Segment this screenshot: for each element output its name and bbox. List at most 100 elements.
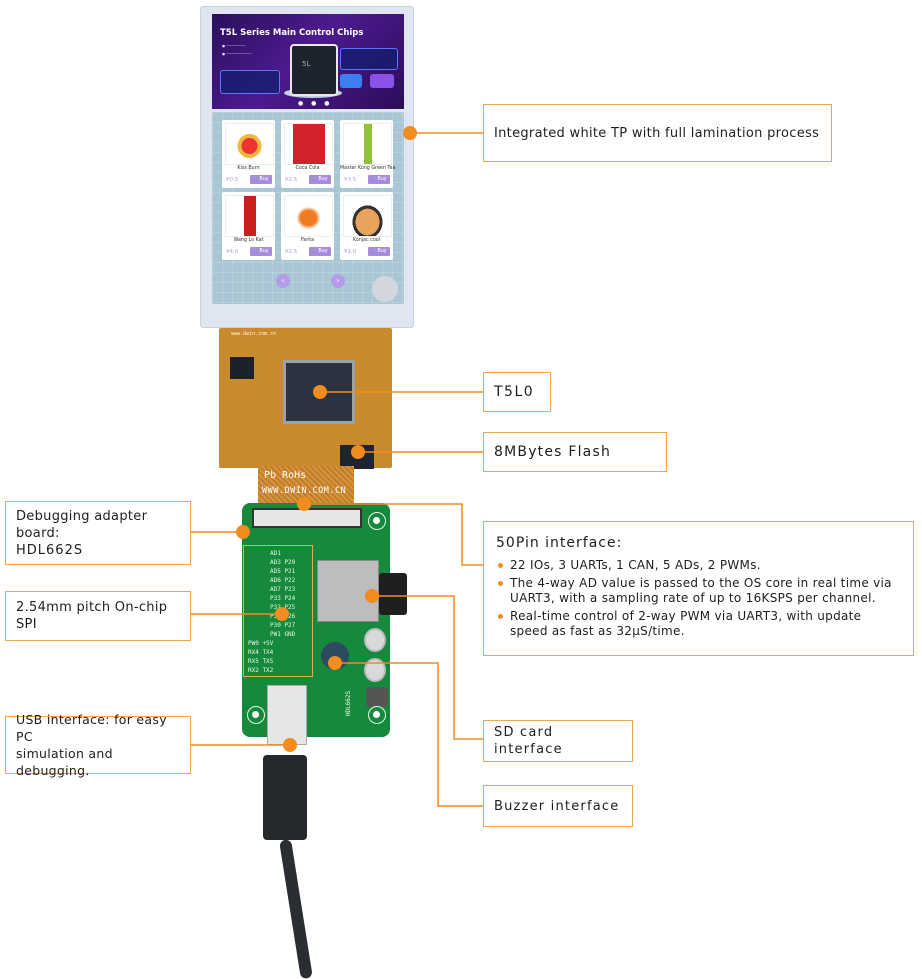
product-image [284, 195, 333, 237]
product-name: Wang Lo Kat [233, 238, 264, 243]
product-image [225, 123, 274, 165]
prev-page-button[interactable]: ‹ [276, 274, 290, 288]
product-price: ¥2.5 [285, 177, 298, 183]
banner-bullet: ● ───────── [222, 44, 246, 48]
pin-label: PW0 +5V [248, 640, 274, 647]
callout-text: USB interface: for easy PC [16, 712, 167, 744]
usb-plug [263, 755, 307, 840]
cart-icon: 🛒 [371, 177, 378, 182]
product-price: ¥3.5 [344, 177, 357, 183]
marker-dot [351, 445, 365, 459]
callout-mcu: T5L0 [483, 372, 551, 412]
product-price: ¥4.0 [226, 249, 239, 255]
product-name: Konjac cool [352, 238, 381, 243]
usb-port[interactable] [267, 685, 307, 745]
buy-button[interactable]: 🛒Buy [250, 247, 272, 256]
product-card[interactable]: Kiss Burn ¥0.5 🛒Buy [222, 120, 275, 188]
cart-icon: 🛒 [253, 249, 260, 254]
pin-label: RX2 TX2 [248, 667, 274, 674]
marker-dot [236, 525, 250, 539]
feature-item: The 4-way AD value is passed to the OS c… [496, 576, 901, 606]
callout-text: 2.54mm pitch On-chip SPI [16, 600, 168, 632]
inductor [366, 687, 388, 707]
fpc-connector [252, 508, 362, 528]
product-price: ¥2.5 [285, 249, 298, 255]
cart-icon: 🛒 [312, 249, 319, 254]
callout-heading: 50Pin interface: [496, 535, 623, 551]
product-price: ¥1.0 [344, 249, 357, 255]
callout-sd-card: SD card interface [483, 720, 633, 762]
product-name: Master Kong Green Tea [340, 166, 396, 171]
buy-button[interactable]: 🛒Buy [250, 175, 272, 184]
product-price: ¥0.5 [226, 177, 239, 183]
callout-text: Integrated white TP with full lamination… [494, 125, 820, 141]
banner-bullet: ● ──────────── [222, 52, 252, 56]
product-image [343, 123, 392, 165]
chip-icon: 5L [290, 44, 338, 96]
rohs-mark: Pb RoHs [264, 470, 307, 481]
marker-dot [313, 385, 327, 399]
marker-dot [297, 497, 311, 511]
banner-feature-button[interactable] [370, 74, 394, 88]
callout-text: T5L0 [494, 383, 535, 400]
product-card[interactable]: Coca Cola ¥2.5 🛒Buy [281, 120, 334, 188]
cart-icon: 🛒 [253, 177, 260, 182]
decorative-circle [372, 276, 398, 302]
next-page-button[interactable]: › [331, 274, 345, 288]
buy-button[interactable]: 🛒Buy [368, 175, 390, 184]
banner-feature-button[interactable] [340, 74, 362, 88]
pin-label: AD1 [270, 550, 281, 557]
product-name: Kiss Burn [237, 166, 260, 171]
product-name: Fanta [300, 238, 315, 243]
callout-50pin-interface: 50Pin interface: 22 IOs, 3 UARTs, 1 CAN,… [483, 521, 914, 656]
product-card[interactable]: Konjac cool ¥1.0 🛒Buy [340, 192, 393, 260]
marker-dot [275, 607, 289, 621]
product-image [284, 123, 333, 165]
capacitor [364, 628, 386, 652]
product-name: Coca Cola [295, 166, 320, 171]
feature-item: Real-time control of 2-way PWM via UART3… [496, 609, 901, 639]
banner-title: T5L Series Main Control Chips [220, 28, 364, 38]
callout-buzzer: Buzzer interface [483, 785, 633, 827]
buy-button[interactable]: 🛒Buy [309, 175, 331, 184]
mounting-hole [368, 512, 386, 530]
callout-usb: USB interface: for easy PC simulation an… [5, 712, 191, 778]
cart-icon: 🛒 [312, 177, 319, 182]
callout-text: SD card interface [494, 725, 563, 757]
buy-button[interactable]: 🛒Buy [309, 247, 331, 256]
callout-text: simulation and debugging. [16, 746, 113, 778]
callout-adapter-board: Debugging adapter board: HDL662S [5, 501, 191, 565]
callout-touch-panel: Integrated white TP with full lamination… [483, 104, 832, 162]
small-ic [230, 357, 254, 379]
mounting-hole [247, 706, 265, 724]
product-card[interactable]: Fanta ¥2.5 🛒Buy [281, 192, 334, 260]
product-image [343, 195, 392, 237]
buy-label: Buy [318, 249, 328, 254]
mounting-hole [368, 706, 386, 724]
marker-dot [365, 589, 379, 603]
callout-text: HDL662S [16, 542, 84, 558]
buy-button[interactable]: 🛒Buy [368, 247, 390, 256]
sd-card-slot[interactable] [317, 560, 379, 622]
display-banner: T5L Series Main Control Chips ● ────────… [212, 14, 404, 109]
callout-flash: 8MBytes Flash [483, 432, 667, 472]
product-store: Kiss Burn ¥0.5 🛒Buy Coca Cola ¥2.5 🛒Buy … [212, 112, 404, 304]
fpc-url: WWW.DWIN.COM.CN [262, 486, 347, 496]
marker-dot [328, 656, 342, 670]
cart-icon: 🛒 [371, 249, 378, 254]
pin-label: P30 P27 [270, 622, 296, 629]
product-card[interactable]: Wang Lo Kat ¥4.0 🛒Buy [222, 192, 275, 260]
product-card[interactable]: Master Kong Green Tea ¥3.5 🛒Buy [340, 120, 396, 188]
pin-label: AD6 P22 [270, 577, 296, 584]
callout-text: 8MBytes Flash [494, 443, 612, 460]
feature-list: 22 IOs, 3 UARTs, 1 CAN, 5 ADs, 2 PWMs. T… [496, 558, 901, 642]
pin-label: RX5 TX5 [248, 658, 274, 665]
buy-label: Buy [259, 177, 269, 182]
carousel-pager[interactable]: ● ● ● [298, 100, 333, 107]
sd-card-clip [379, 573, 407, 615]
callout-text: Debugging adapter board: [16, 508, 148, 541]
capacitor [364, 658, 386, 682]
marker-dot [403, 126, 417, 140]
pin-label: RX4 TX4 [248, 649, 274, 656]
board-model-silkscreen: HDL662S [345, 690, 353, 717]
